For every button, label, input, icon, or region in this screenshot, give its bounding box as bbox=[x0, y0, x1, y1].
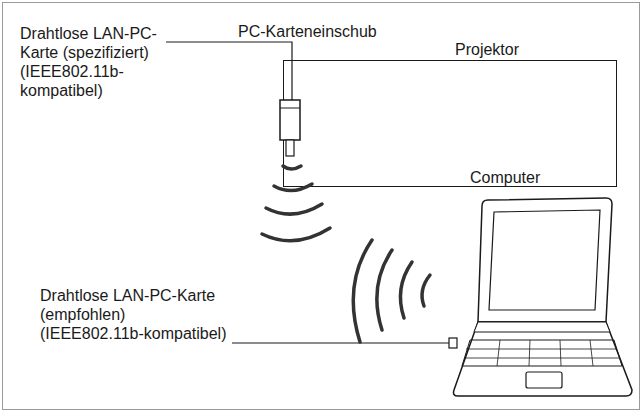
laptop bbox=[449, 198, 632, 396]
device-box: Projektor bbox=[283, 40, 617, 187]
callout-label: PC-Karteneinschub bbox=[238, 22, 377, 41]
radio-waves bbox=[353, 240, 430, 342]
pc-card-projector bbox=[280, 100, 300, 156]
device-outline bbox=[283, 60, 617, 187]
frame bbox=[3, 3, 640, 410]
leader-line bbox=[232, 342, 452, 343]
callout-label: Drahtlose LAN-PC- Karte (spezifiziert) (… bbox=[20, 24, 170, 100]
radio-waves bbox=[262, 166, 330, 241]
device-name: Projektor bbox=[455, 40, 519, 59]
callout-label: Computer bbox=[470, 168, 540, 187]
leader-line bbox=[166, 42, 292, 100]
callout-label: Drahtlose LAN-PC-Karte (empfohlen) (IEEE… bbox=[40, 286, 231, 343]
